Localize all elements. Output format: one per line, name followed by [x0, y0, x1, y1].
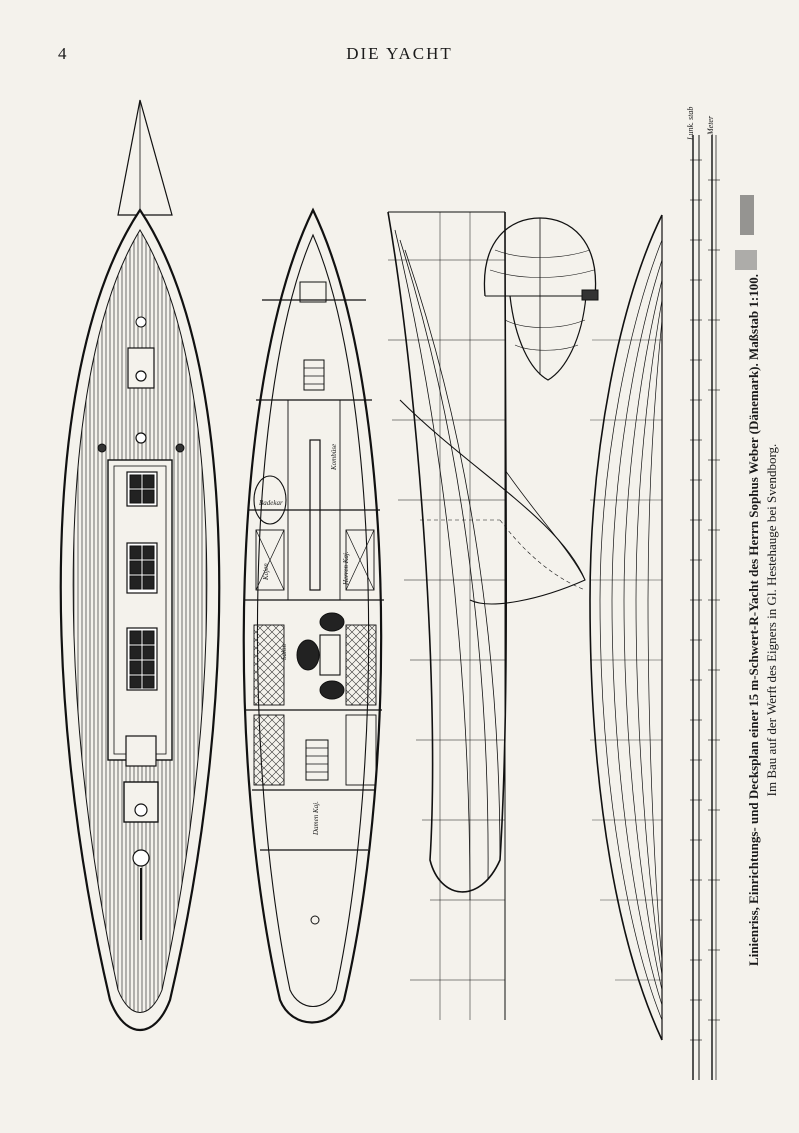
caption-title: Linienriss, Einrichtungs- und Decksplan …: [746, 274, 761, 966]
label-damen: Damen Kaj.: [312, 801, 320, 836]
deck-plan: [59, 99, 221, 1031]
skylight-3: [126, 627, 158, 691]
running-head: DIE YACHT: [346, 44, 453, 63]
label-bath: Badekar: [259, 499, 283, 507]
accommodation-plan: Badekar Salon Herren Kaj. Damen Kaj. Kom…: [242, 207, 384, 1024]
caption-subtitle: Im Bau auf der Werft des Eigners in Gl. …: [764, 443, 779, 797]
label-herren: Herren Kaj.: [342, 551, 350, 586]
scale-label-a: Lunk. stab: [686, 106, 695, 140]
skylight-2: [126, 542, 158, 594]
label-kueche: Kombüse: [330, 444, 338, 471]
scale-bar: [690, 135, 757, 1080]
body-plan: [483, 217, 599, 381]
skylight-1: [126, 471, 158, 507]
label-saloon: Salon: [280, 644, 288, 660]
scale-label-b: Meter: [706, 115, 715, 135]
figure-caption: Linienriss, Einrichtungs- und Decksplan …: [745, 120, 781, 1120]
sheer-plan: [387, 211, 586, 1020]
label-kojen: Kojen: [262, 563, 270, 581]
page-number: 4: [58, 44, 67, 63]
half-breadth-plan: [589, 214, 663, 1041]
